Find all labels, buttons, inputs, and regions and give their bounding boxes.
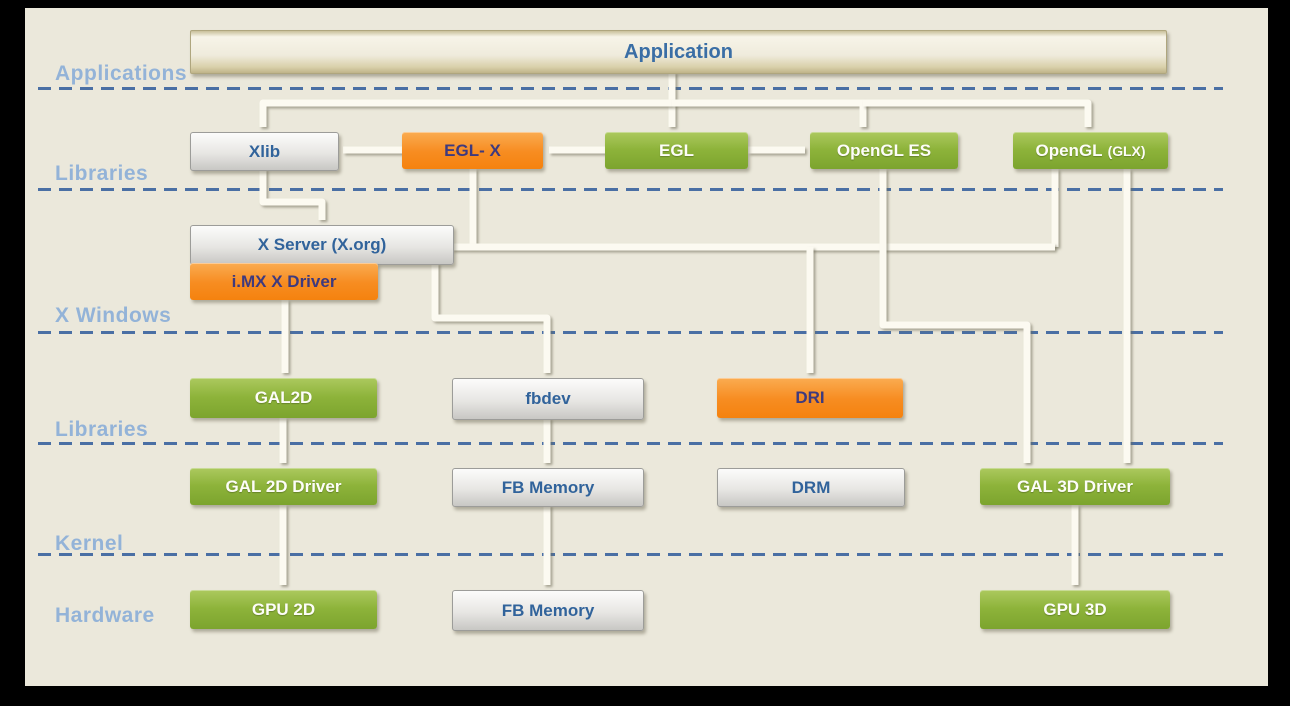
node-label: GAL 3D Driver: [1017, 476, 1133, 496]
edge-application-to-xlib: [259, 99, 672, 127]
node-label: EGL- X: [444, 140, 501, 160]
node-label: X Server (X.org): [257, 235, 387, 254]
node-label: DRI: [795, 388, 825, 407]
layer-separator-dashed-line: [38, 331, 1223, 334]
node-application: Application: [190, 30, 1167, 74]
node-label: DRM: [791, 477, 831, 497]
node-egl-x: EGL- X: [402, 132, 543, 169]
layer-label-libraries: Libraries: [55, 162, 149, 185]
node-label: GPU 3D: [1043, 599, 1107, 619]
node-xlib: Xlib: [190, 132, 339, 171]
node-fb-memory-kernel: FB Memory: [452, 468, 644, 507]
node-label: fbdev: [525, 389, 571, 408]
node-label-suffix: (GLX): [1107, 142, 1146, 159]
node-x-server: X Server (X.org): [190, 225, 454, 265]
node-label: GAL 2D Driver: [225, 476, 342, 496]
node-gal2d: GAL2D: [190, 378, 377, 418]
layer-separator-dashed-line: [38, 442, 1223, 445]
edge-xlib-to-x_server: [259, 169, 326, 220]
node-label: Application: [624, 40, 733, 63]
node-label: Xlib: [248, 141, 281, 161]
layer-separator-dashed-line: [38, 87, 1223, 90]
node-opengl-glx: OpenGL(GLX): [1013, 132, 1168, 169]
node-label: OpenGL: [1035, 140, 1103, 160]
connector-arrows: [259, 72, 1131, 585]
layer-label-hardware: Hardware: [55, 604, 155, 627]
layer-label-applications: Applications: [55, 62, 188, 85]
node-gal-2d-driver: GAL 2D Driver: [190, 468, 377, 505]
node-fbdev: fbdev: [452, 378, 644, 420]
node-gpu-2d: GPU 2D: [190, 590, 377, 629]
node-label: FB Memory: [501, 600, 595, 620]
layer-label-x-windows: X Windows: [55, 304, 172, 327]
edge-x_server-to-fbdev: [431, 263, 551, 373]
node-label: FB Memory: [501, 477, 595, 497]
node-opengl-es: OpenGL ES: [810, 132, 958, 169]
node-label: i.MX X Driver: [231, 271, 337, 291]
node-label: GPU 2D: [251, 599, 316, 619]
node-drm: DRM: [717, 468, 905, 507]
node-imx-x-driver: i.MX X Driver: [190, 263, 378, 300]
node-label: GAL2D: [254, 388, 313, 407]
layer-separator-dashed-line: [38, 188, 1223, 191]
node-label: OpenGL ES: [836, 140, 932, 160]
node-label: EGL: [659, 140, 694, 160]
edge-opengl_es-to-gal_3d_driver: [879, 169, 1031, 463]
edge-application-to-opengl_es: [672, 99, 867, 127]
layer-label-kernel: Kernel: [55, 532, 124, 555]
node-dri: DRI: [717, 378, 903, 418]
layer-label-libraries: Libraries: [55, 418, 149, 441]
node-gpu-3d: GPU 3D: [980, 590, 1170, 629]
node-egl: EGL: [605, 132, 748, 169]
layer-separator-dashed-line: [38, 553, 1223, 556]
edge-application-to-opengl_glx: [863, 99, 1092, 127]
node-gal-3d-driver: GAL 3D Driver: [980, 468, 1170, 505]
node-fb-memory-hw: FB Memory: [452, 590, 644, 631]
